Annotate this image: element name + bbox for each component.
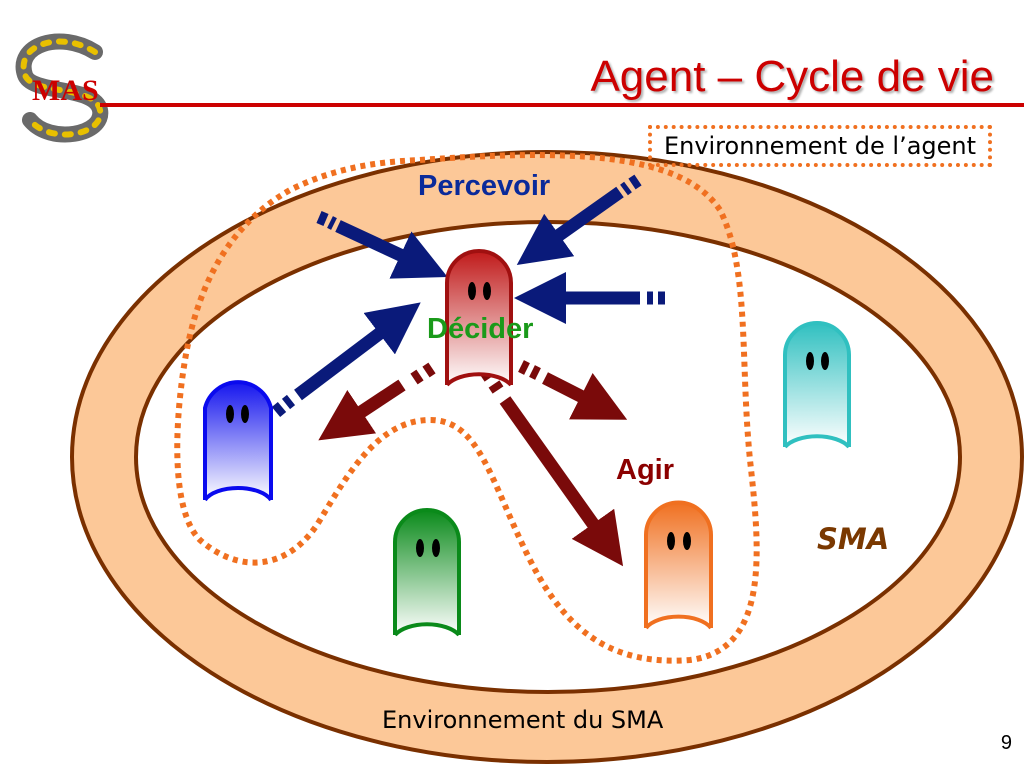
- agent-teal: [783, 321, 851, 449]
- act-arrow-down: [499, 396, 624, 567]
- perceive-arrows: [271, 174, 665, 417]
- agent-green: [393, 508, 461, 637]
- decide-label: Décider: [427, 313, 534, 345]
- mas-logo: MAS: [15, 33, 109, 143]
- page-number: 9: [1000, 732, 1012, 754]
- slide-title: Agent – Cycle de vie: [590, 52, 994, 101]
- agent-central: [445, 249, 513, 387]
- perceive-arrow-top-right: [516, 186, 624, 266]
- agent-environment-boundary: [174, 152, 760, 664]
- perceive-arrow-top-left: [335, 220, 448, 279]
- agent-orange: [644, 500, 713, 630]
- act-arrows: [318, 360, 628, 567]
- svg-text:MAS: MAS: [32, 74, 99, 107]
- act-arrow-left: [318, 379, 406, 441]
- agent-blue: [203, 380, 273, 502]
- perceive-label: Percevoir: [418, 170, 551, 202]
- perceive-arrow-from-blue-agent: [294, 302, 421, 401]
- sma-environment-label: Environnement du SMA: [382, 706, 664, 734]
- sma-label: SMA: [817, 522, 890, 556]
- act-label: Agir: [616, 454, 674, 486]
- act-arrow-right: [542, 372, 628, 420]
- agent-environment-label: Environnement de l’agent: [648, 125, 992, 167]
